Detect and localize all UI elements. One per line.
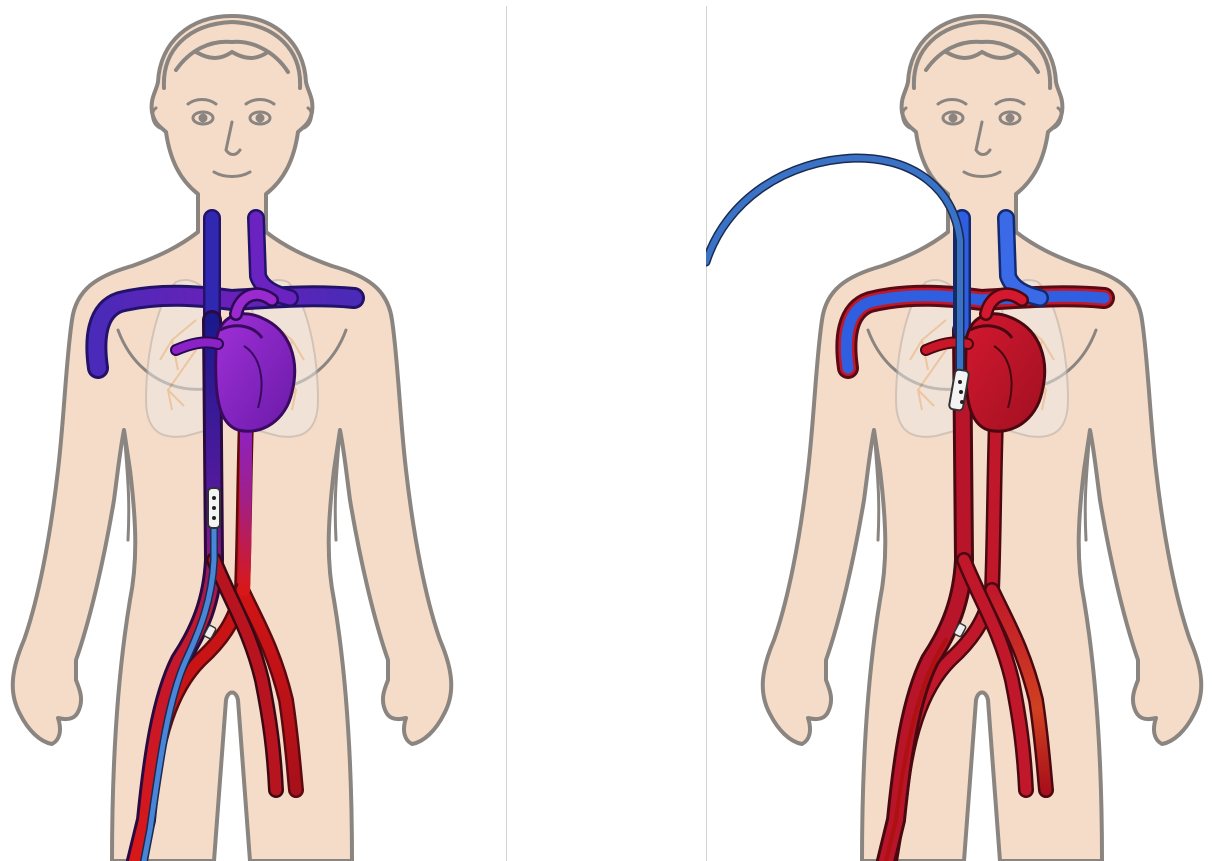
panel-left (0, 0, 506, 861)
right-illustration (706, 0, 1212, 861)
body-silhouette (763, 16, 1201, 861)
divider-left (506, 6, 507, 861)
panel-right (706, 0, 1212, 861)
body-silhouette (13, 16, 451, 861)
left-illustration (0, 0, 506, 861)
